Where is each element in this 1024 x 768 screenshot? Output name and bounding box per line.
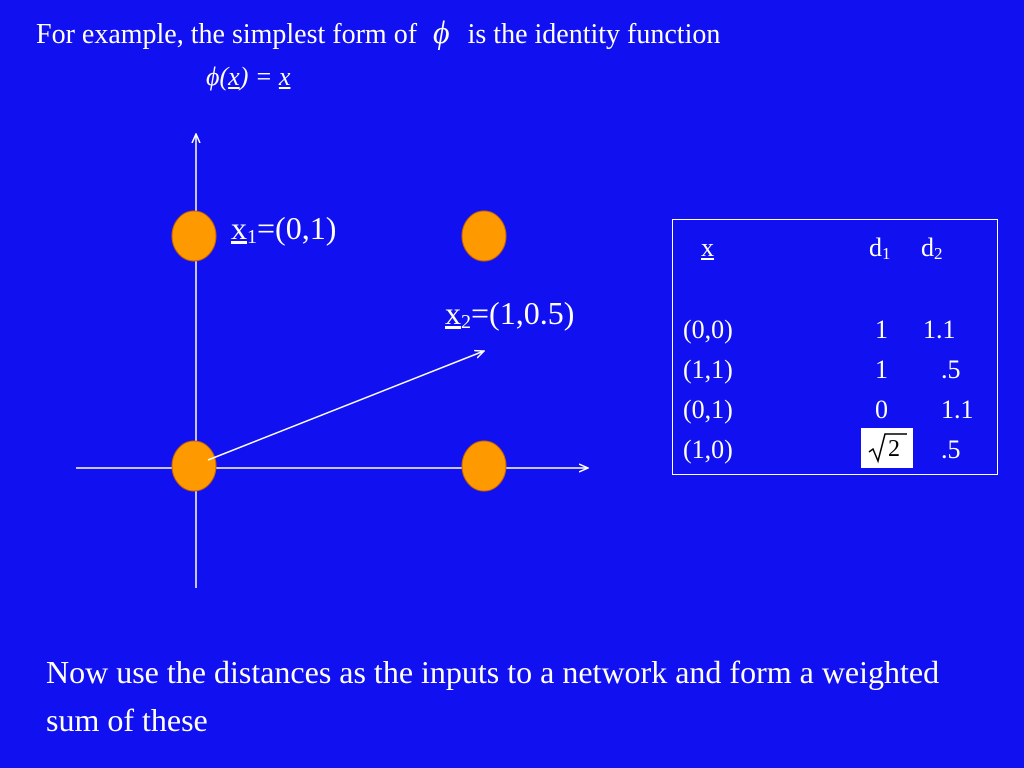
slide-title: For example, the simplest form of ϕ is the…	[36, 14, 720, 53]
point-p01	[171, 210, 217, 262]
x1-sub: 1	[247, 226, 257, 248]
header-d2-main: d	[921, 233, 934, 262]
formula-open: (	[219, 62, 229, 91]
formula-result: x	[278, 62, 291, 91]
row-0-d2: 1.1	[923, 315, 956, 344]
identity-formula: ϕ(x) = x	[206, 60, 290, 94]
phi-symbol: ϕ	[433, 14, 450, 50]
row-2-d1: 0	[875, 395, 888, 424]
row-2-d2: 1.1	[941, 395, 974, 424]
title-after: is the identity function	[467, 19, 721, 50]
bottom-text: Now use the distances as the inputs to a…	[46, 654, 940, 738]
distance-table: x d1 d2 (0,0) 1 1.1 (1,1) 1 .5 (0,1) 0 1…	[672, 219, 998, 475]
x2-vector	[207, 351, 484, 461]
header-d1-sub: 1	[882, 244, 891, 263]
header-d1-main: d	[869, 233, 882, 262]
formula-close: ) =	[239, 62, 279, 91]
row-3-d2: .5	[941, 435, 961, 464]
row-1-d1: 1	[875, 355, 888, 384]
x1-label: x1=(0,1)	[231, 208, 336, 248]
row-0-x: (0,0)	[683, 315, 733, 344]
formula-var: x	[228, 62, 240, 91]
sqrt-sign	[868, 433, 907, 464]
point-p10	[461, 440, 507, 492]
x2-sub: 2	[461, 311, 471, 333]
title-before: For example, the simplest form of	[36, 19, 418, 50]
header-x: x	[701, 233, 714, 262]
point-p00	[171, 440, 217, 492]
row-3-x: (1,0)	[683, 435, 733, 464]
header-d2: d2	[921, 232, 943, 264]
row-0-d1: 1	[875, 315, 888, 344]
header-d1: d1	[869, 232, 891, 264]
row-1-d2: .5	[941, 355, 961, 384]
x1-value: =(0,1)	[257, 210, 337, 246]
x1-var: x	[231, 210, 247, 246]
row-2-x: (0,1)	[683, 395, 733, 424]
row-3-d1: 2	[888, 436, 900, 462]
formula-phi: ϕ	[206, 62, 220, 91]
x2-value: =(1,0.5)	[471, 295, 575, 331]
sqrt-two-box: 2	[861, 428, 913, 468]
x2-label: x2=(1,0.5)	[445, 293, 574, 333]
x2-var: x	[445, 295, 461, 331]
header-d2-sub: 2	[934, 244, 943, 263]
point-p11	[461, 210, 507, 262]
data-points	[171, 210, 507, 492]
row-1-x: (1,1)	[683, 355, 733, 384]
